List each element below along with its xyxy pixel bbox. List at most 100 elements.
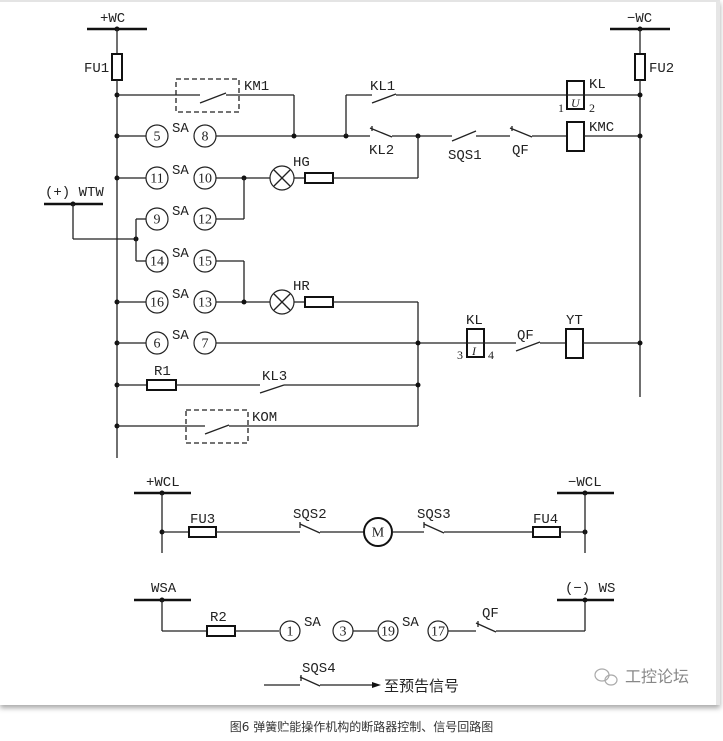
fuse-fu2 xyxy=(634,53,646,81)
km1-contact xyxy=(199,92,227,104)
qf-label: QF xyxy=(512,143,529,159)
sa-terminal-number: 1 xyxy=(287,625,294,640)
sqs2-contact xyxy=(299,523,321,534)
kl-pin-2: 2 xyxy=(589,101,595,115)
junction-dot xyxy=(582,597,588,603)
sa-label: SA xyxy=(172,287,189,303)
sa-terminal xyxy=(377,620,399,642)
diagram-frame xyxy=(0,0,720,705)
bus-minus-wc-label: −WC xyxy=(627,11,652,27)
fuse-fu1 xyxy=(111,53,123,81)
sa-terminal-number: 8 xyxy=(202,130,209,145)
sa-label: SA xyxy=(172,163,189,179)
bus-plus-wtw-label: (+) WTW xyxy=(45,185,104,201)
qf-contact xyxy=(509,127,533,138)
sa-terminal-number: 9 xyxy=(154,213,161,228)
sa-terminal xyxy=(279,620,301,642)
signal-target-label: 至预告信号 xyxy=(384,677,459,695)
sa-terminal xyxy=(145,124,169,148)
sqs4-label: SQS4 xyxy=(302,661,336,677)
sa-terminal xyxy=(145,166,169,190)
r2-resistor xyxy=(206,625,236,637)
sa-terminal xyxy=(145,207,169,231)
sa-terminal-number: 19 xyxy=(381,625,395,640)
kl2-contact xyxy=(369,127,393,138)
kmc-coil xyxy=(566,121,585,152)
sa-terminal-number: 13 xyxy=(198,296,212,311)
kl-pin-4: 4 xyxy=(488,348,494,362)
fu2-label: FU2 xyxy=(649,61,674,77)
junction-dot xyxy=(637,340,643,346)
sa-label: SA xyxy=(172,328,189,344)
junction-dot xyxy=(241,299,247,305)
sqs3-contact xyxy=(423,523,445,534)
sa-label: SA xyxy=(304,615,321,631)
fu3-fuse xyxy=(188,526,217,538)
sa-terminal-number: 15 xyxy=(198,255,212,270)
kl-coil-symbol: U xyxy=(571,96,581,110)
kl-pin-1: 1 xyxy=(558,101,564,115)
kom-contact xyxy=(204,424,230,435)
fu1-label: FU1 xyxy=(84,61,109,77)
fu4-label: FU4 xyxy=(533,512,558,528)
sa-terminal-number: 14 xyxy=(150,255,164,270)
sa-terminal-number: 11 xyxy=(150,172,163,187)
bus-wsa-label: WSA xyxy=(151,581,177,597)
sa-terminal-number: 5 xyxy=(154,130,161,145)
bus-minus-wcl-label: −WCL xyxy=(568,475,602,491)
km1-label: KM1 xyxy=(244,79,269,95)
junction-dot xyxy=(415,382,421,388)
kl1-label: KL1 xyxy=(370,79,395,95)
sqs4-contact xyxy=(299,676,321,687)
sa-terminal-number: 3 xyxy=(340,625,347,640)
hg-label: HG xyxy=(293,155,310,171)
bus-plus-wcl-label: +WCL xyxy=(146,475,180,491)
r1-label: R1 xyxy=(154,364,171,380)
sa-label: SA xyxy=(172,204,189,220)
kl3-label: KL3 xyxy=(262,369,287,385)
bus-plus-wc-label: +WC xyxy=(100,11,125,27)
hg-green-lamp xyxy=(269,165,295,191)
yt-trip-coil xyxy=(565,328,584,359)
kom-label: KOM xyxy=(252,410,277,426)
sa-terminal xyxy=(145,249,169,273)
sa-terminal-number: 10 xyxy=(198,172,212,187)
sa-terminal xyxy=(145,290,169,314)
r2-label: R2 xyxy=(210,610,227,626)
yt-label: YT xyxy=(566,313,583,329)
qf-contact xyxy=(475,622,497,633)
kl-current-label: KL xyxy=(466,313,483,329)
figure-caption: 图6 弹簧贮能操作机构的断路器控制、信号回路图 xyxy=(229,720,494,734)
sa-terminal xyxy=(145,331,169,355)
junction-dot xyxy=(291,133,297,139)
kmc-label: KMC xyxy=(589,120,614,136)
sa-terminal-number: 7 xyxy=(202,337,209,352)
junction-dot xyxy=(637,133,643,139)
sqs1-label: SQS1 xyxy=(448,148,482,164)
sa-terminal-number: 12 xyxy=(198,213,212,228)
watermark-text: 工控论坛 xyxy=(625,667,689,686)
kl-coil-label: KL xyxy=(589,77,606,93)
sa-label: SA xyxy=(402,615,419,631)
kl-current-symbol: I xyxy=(471,344,477,358)
kl-pin-3: 3 xyxy=(457,348,463,362)
r1-resistor xyxy=(146,379,177,391)
sa-label: SA xyxy=(172,121,189,137)
qf-label: QF xyxy=(482,606,499,622)
wechat-icon xyxy=(594,668,618,686)
sqs1-contact xyxy=(451,130,477,142)
sqs2-label: SQS2 xyxy=(293,507,327,523)
motor-label: M xyxy=(372,526,385,541)
junction-dot xyxy=(637,92,643,98)
hg-resistor xyxy=(304,172,334,184)
qf-contact xyxy=(515,341,541,352)
hr-red-lamp xyxy=(269,289,295,315)
kl3-contact xyxy=(259,384,285,394)
sa-terminal-number: 17 xyxy=(431,625,445,640)
fu4-fuse xyxy=(532,526,561,538)
sa-label: SA xyxy=(172,246,189,262)
sa-terminal-number: 6 xyxy=(154,337,161,352)
sqs3-label: SQS3 xyxy=(417,507,451,523)
qf-label: QF xyxy=(517,328,534,344)
